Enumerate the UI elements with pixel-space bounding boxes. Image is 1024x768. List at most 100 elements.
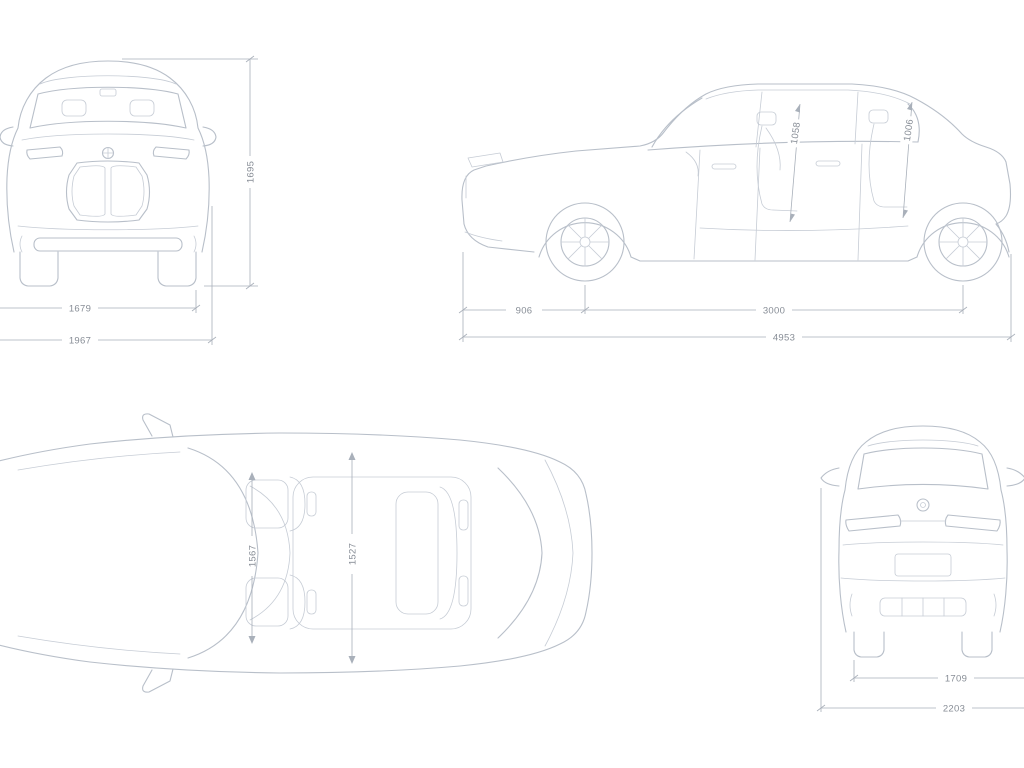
top-rear-headrest-right [458, 575, 469, 607]
rear-width-tick [816, 704, 826, 712]
rear-license-plate [894, 553, 952, 577]
rear-view [820, 425, 1024, 658]
side-rear-headroom-label: 1006 [902, 118, 916, 142]
front-corner-inlets [19, 235, 197, 253]
rear-track-label: 1709 [945, 674, 967, 685]
front-view [0, 60, 217, 287]
top-rear-headrest-left [458, 499, 469, 531]
top-front-seat-right-headrest [306, 589, 317, 615]
front-mirror-left [0, 126, 14, 147]
top-tailgate-edge [544, 459, 574, 647]
front-width-label: 1967 [69, 336, 91, 347]
rear-diffuser-slats [901, 597, 945, 617]
side-rear-hub [957, 236, 969, 248]
top-front-seat-left-cushion [245, 479, 289, 529]
top-rear-window [497, 467, 543, 639]
front-grille-kidney-right [110, 165, 145, 217]
front-lower-intake [33, 237, 183, 252]
top-width-rear-label: 1527 [348, 543, 359, 565]
top-dimensions: 1567 1527 [248, 452, 359, 664]
rear-mirror-right [1006, 467, 1024, 487]
side-front-seatback-line [765, 127, 781, 171]
top-front-seat-right-back [289, 574, 306, 630]
front-height-extension-lines [122, 58, 258, 287]
rear-wheel-right [961, 631, 993, 658]
front-track-tick [191, 304, 201, 312]
side-b-pillars [755, 91, 859, 148]
side-front-headroom-label: 1058 [789, 121, 803, 145]
front-windshield [29, 86, 187, 129]
side-rear-seat [868, 123, 908, 208]
front-headlight-right [152, 146, 190, 160]
side-front-seat-headrest [756, 111, 777, 126]
top-rear-bench-back [439, 486, 458, 620]
top-roof-header [249, 485, 291, 621]
side-headlight [467, 152, 504, 168]
front-track-label: 1679 [69, 304, 91, 315]
side-dim-ticks [458, 306, 1016, 341]
side-front-overhang-label: 906 [516, 306, 533, 317]
side-beltline [647, 140, 919, 151]
side-rocker-panel [630, 256, 918, 262]
side-front-seat [756, 125, 798, 212]
side-front-spokes [560, 217, 610, 267]
front-roof-line [39, 75, 177, 85]
front-wheel-left [19, 251, 59, 287]
side-floor-line [699, 225, 909, 231]
top-width-front-label: 1567 [248, 545, 259, 567]
front-wheel-right [157, 251, 197, 287]
front-width-tick [207, 336, 217, 344]
front-body-outline [6, 60, 210, 253]
rear-mirror-left [820, 467, 840, 487]
top-front-seat-left-headrest [306, 491, 317, 517]
rear-dimensions: 1709 2203 [816, 488, 1024, 715]
side-rear-tire [923, 202, 1003, 282]
side-rear-bumper [995, 223, 1010, 253]
top-windshield-base [187, 447, 259, 659]
rear-wheel-left [853, 631, 885, 658]
side-front-hub [579, 236, 591, 248]
top-hood-lines [17, 451, 181, 655]
rear-taillight-left [845, 514, 902, 532]
side-wheelbase-label: 3000 [763, 306, 785, 317]
rear-window [857, 447, 989, 490]
top-body-outline [0, 432, 593, 674]
side-front-inlet [464, 175, 503, 242]
side-steering-wheel [685, 151, 699, 177]
side-rear-seat-headrest [868, 109, 889, 124]
rear-brand-roundel-inner [920, 502, 926, 508]
rear-track-tick [849, 674, 859, 682]
front-hood-line [21, 133, 195, 141]
side-window-top [705, 89, 911, 105]
top-mirror-lower [142, 668, 174, 693]
front-dimensions: 1695 1679 1967 [0, 55, 258, 347]
brand-roundel-cross [102, 147, 114, 159]
front-rearview-mirror [99, 88, 117, 97]
rear-bumper-line [840, 577, 1006, 582]
front-grille-outer [65, 160, 151, 223]
top-front-seat-right-cushion [245, 577, 289, 627]
rear-taillight-right [944, 514, 1001, 532]
front-headrest-right [129, 99, 155, 117]
side-extension-lines [462, 252, 1012, 342]
rear-tailgate-crease [842, 541, 1004, 546]
front-headlight-left [26, 146, 64, 160]
side-length-label: 4953 [773, 333, 795, 344]
side-door-handle-front [711, 163, 737, 170]
side-dimensions: 1058 1006 906 3000 4953 [458, 101, 1016, 344]
side-front-bumper [463, 223, 535, 253]
front-height-ticks [245, 55, 255, 290]
side-view [461, 83, 1012, 282]
rear-extension-lines [820, 488, 855, 712]
side-body-outline [461, 83, 1012, 225]
side-door-handle-rear [815, 160, 841, 167]
front-mirror-right [202, 126, 217, 147]
front-bumper-line [17, 225, 199, 231]
side-front-tire [545, 202, 625, 282]
top-rear-bench [395, 491, 439, 615]
rear-width-label: 2203 [943, 704, 965, 715]
rear-roof-line [867, 439, 979, 447]
top-glass-roof [292, 476, 472, 630]
